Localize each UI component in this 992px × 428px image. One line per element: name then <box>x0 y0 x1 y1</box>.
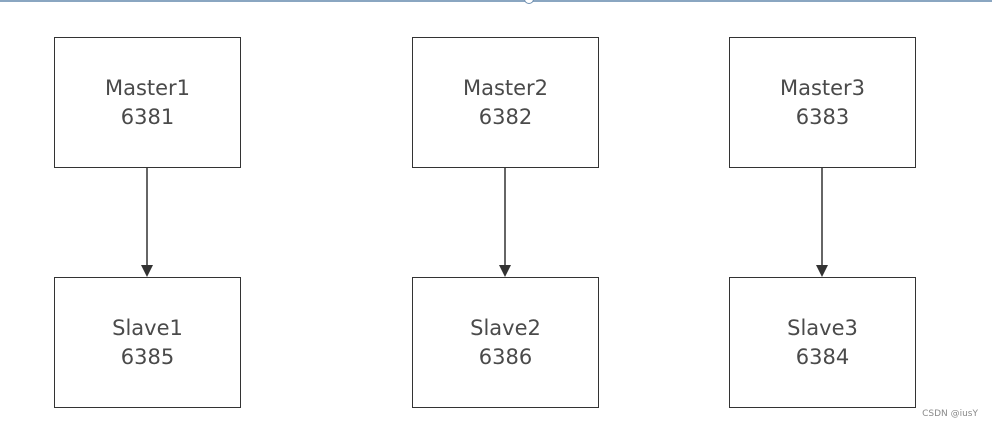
master1-node[interactable]: Master1 6381 <box>54 37 241 168</box>
node-name: Master2 <box>462 75 549 100</box>
node-name: Master1 <box>104 75 191 100</box>
node-port: 6384 <box>795 344 850 369</box>
node-port: 6385 <box>120 344 175 369</box>
node-name: Master3 <box>779 75 866 100</box>
node-port: 6381 <box>120 104 175 129</box>
node-name: Slave3 <box>787 315 858 340</box>
watermark: CSDN @iusY <box>922 409 978 419</box>
slave2-node[interactable]: Slave2 6386 <box>412 277 599 408</box>
master2-node[interactable]: Master2 6382 <box>412 37 599 168</box>
node-name: Slave1 <box>112 315 183 340</box>
master3-node[interactable]: Master3 6383 <box>729 37 916 168</box>
node-port: 6386 <box>478 344 533 369</box>
node-port: 6382 <box>478 104 533 129</box>
node-name: Slave2 <box>470 315 541 340</box>
top-ruler-line <box>0 0 992 2</box>
node-port: 6383 <box>795 104 850 129</box>
slave1-node[interactable]: Slave1 6385 <box>54 277 241 408</box>
slave3-node[interactable]: Slave3 6384 <box>729 277 916 408</box>
